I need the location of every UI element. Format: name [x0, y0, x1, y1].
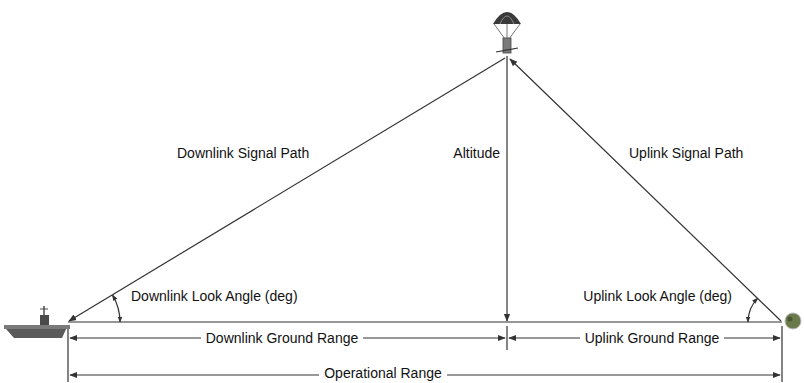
downlink-path-line	[69, 58, 505, 321]
dimension-label: Downlink Ground Range	[201, 330, 364, 346]
dimension-label: Operational Range	[319, 365, 447, 381]
ground-unit-icon	[785, 313, 801, 329]
ground-line	[68, 321, 782, 322]
path-label: Uplink Signal Path	[624, 145, 748, 161]
path-label: Downlink Signal Path	[172, 145, 314, 161]
altitude-line	[506, 56, 507, 321]
angle-arc	[113, 295, 121, 322]
parachute-payload-icon	[493, 12, 521, 53]
extension-tick	[506, 326, 507, 350]
ship-icon	[4, 306, 70, 338]
angle-label: Uplink Look Angle (deg)	[578, 288, 737, 304]
path-label: Altitude	[448, 145, 505, 161]
angle-label: Downlink Look Angle (deg)	[126, 288, 303, 304]
uplink-path-line	[510, 59, 781, 321]
extension-tick	[781, 326, 782, 382]
extension-tick	[67, 326, 68, 382]
angle-arc	[748, 298, 758, 322]
dimension-label: Uplink Ground Range	[580, 330, 725, 346]
